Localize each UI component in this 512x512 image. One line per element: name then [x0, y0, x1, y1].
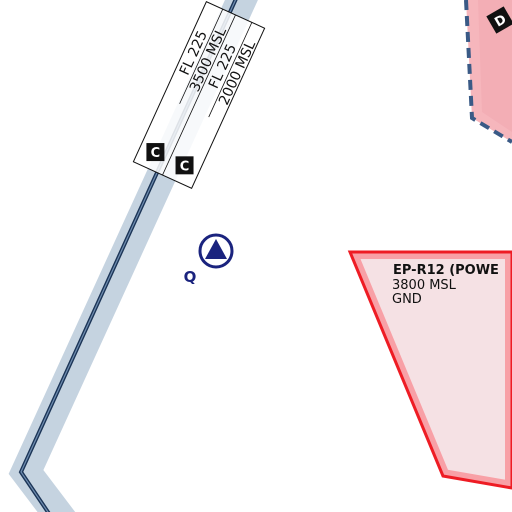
airway-right-class-text: C	[180, 159, 190, 174]
airway-right-label: C FL 225 2000 MSL	[175, 22, 259, 175]
restricted-area-name: EP-R12 (POWE	[393, 263, 499, 278]
danger-area-border	[464, 0, 512, 144]
airway-right-class-badge: C	[175, 156, 194, 175]
danger-area-badge: D	[486, 6, 512, 34]
restricted-area-border	[347, 250, 512, 490]
danger-area-inner	[478, 0, 512, 132]
restricted-area-upper-limit: 3800 MSL	[392, 278, 457, 293]
airway-label-divider	[162, 14, 236, 176]
waypoint-label: Q	[184, 268, 197, 286]
restricted-area-fill	[350, 252, 512, 488]
restricted-area-lower-limit: GND	[392, 292, 422, 307]
danger-area[interactable]: D	[464, 0, 512, 144]
airway-left-class-text: C	[151, 146, 161, 161]
airway-left-class-badge: C	[146, 143, 165, 162]
airway-label-group[interactable]: C FL 225 3500 MSL C FL 225 2000 MSL	[132, 0, 266, 190]
waypoint[interactable]: Q	[184, 233, 234, 286]
waypoint-triangle	[205, 239, 227, 259]
restricted-area[interactable]: EP-R12 (POWE 3800 MSL GND	[347, 250, 512, 490]
